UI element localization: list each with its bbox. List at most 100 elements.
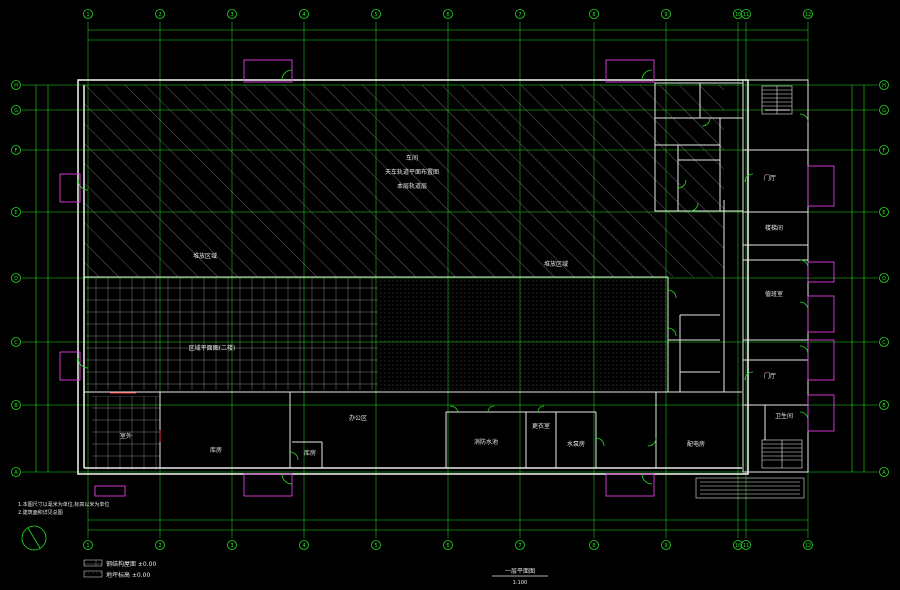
axis-bubble-row-F-right: F [879, 145, 889, 155]
svg-text:1: 1 [86, 12, 89, 18]
axis-bubble-row-H-right: H [879, 80, 889, 90]
legend: 钢结构屋面 ±0.00 地坪标高 ±0.00 [83, 559, 156, 579]
svg-text:7: 7 [518, 543, 521, 549]
room-label-area-right: 堆放区域 [544, 260, 568, 268]
svg-text:5: 5 [374, 543, 377, 549]
room-label-side-2: 楼梯间 [765, 224, 783, 232]
axis-bubble-col-8-top: 8 [589, 9, 599, 19]
drawing-notes: 1.本图尺寸以毫米为单位,标高以米为单位 2.建筑面积详见总图 [18, 501, 109, 516]
axis-bubble-row-B-left: B [11, 400, 21, 410]
axis-bubble-col-4-bottom: 4 [299, 540, 309, 550]
svg-text:8: 8 [592, 543, 595, 549]
svg-text:H: H [882, 83, 886, 89]
note-1: 1.本图尺寸以毫米为单位,标高以米为单位 [18, 501, 109, 508]
svg-text:H: H [14, 83, 18, 89]
svg-text:12: 12 [805, 543, 811, 549]
svg-text:G: G [882, 108, 886, 114]
svg-text:6: 6 [446, 12, 449, 18]
svg-text:G: G [14, 108, 18, 114]
axis-bubble-col-5-bottom: 5 [371, 540, 381, 550]
room-label-room-6: 水泵房 [567, 440, 585, 448]
loading-bays [59, 59, 835, 497]
note-2: 2.建筑面积详见总图 [18, 509, 63, 516]
room-label-grid-zone: 区域平面图(二楼) [189, 344, 236, 352]
axis-bubble-col-2-bottom: 2 [155, 540, 165, 550]
svg-text:F: F [15, 148, 18, 154]
svg-text:3: 3 [230, 543, 233, 549]
svg-text:E: E [14, 210, 17, 216]
svg-text:D: D [882, 276, 886, 282]
room-label-small-b: 库房 [210, 446, 222, 454]
small-grid-room [92, 396, 160, 470]
axis-bubble-col-11-top: 11 [741, 9, 751, 19]
red-markers [110, 392, 161, 442]
axis-bubble-row-G-left: G [11, 105, 21, 115]
axis-bubble-col-10-bottom: 10 [733, 540, 743, 550]
svg-text:2: 2 [158, 543, 161, 549]
door-swings [77, 69, 809, 485]
axis-bubble-row-G-right: G [879, 105, 889, 115]
workshop-hatch-zone [84, 85, 724, 277]
north-arrow-icon [21, 525, 47, 551]
axis-bubble-row-D-left: D [11, 273, 21, 283]
axis-bubble-col-7-top: 7 [515, 9, 525, 19]
svg-text:3: 3 [230, 12, 233, 18]
axis-bubble-row-C-left: C [11, 337, 21, 347]
axis-bubble-col-11-bottom: 11 [741, 540, 751, 550]
svg-text:D: D [14, 276, 18, 282]
axis-bubble-col-12-bottom: 12 [803, 540, 813, 550]
svg-text:C: C [882, 340, 886, 346]
svg-text:B: B [882, 403, 886, 409]
axis-bubble-col-3-bottom: 3 [227, 540, 237, 550]
room-label-workshop-sub: 天车轨道平面布置图 [385, 168, 439, 176]
room-label-side-3: 值班室 [765, 290, 783, 298]
svg-text:6: 6 [446, 543, 449, 549]
svg-text:1: 1 [86, 543, 89, 549]
axis-bubble-row-A-left: A [11, 467, 21, 477]
legend-swatch-roof [83, 559, 103, 567]
axis-bubble-row-B-right: B [879, 400, 889, 410]
axis-bubble-col-7-bottom: 7 [515, 540, 525, 550]
axis-bubble-col-6-top: 6 [443, 9, 453, 19]
legend-swatch-floor [83, 570, 103, 578]
room-label-side-1: 门厅 [764, 174, 776, 182]
svg-text:7: 7 [518, 12, 521, 18]
room-label-room-5: 更衣室 [532, 422, 550, 430]
office-block [654, 82, 744, 212]
svg-text:11: 11 [743, 543, 749, 549]
svg-text:9: 9 [664, 543, 667, 549]
drawing-scale: 1:100 [513, 580, 527, 586]
axis-bubble-col-12-top: 12 [803, 9, 813, 19]
axis-bubble-row-D-right: D [879, 273, 889, 283]
svg-text:4: 4 [302, 12, 305, 18]
svg-text:11: 11 [743, 12, 749, 18]
axis-bubble-col-9-bottom: 9 [661, 540, 671, 550]
axis-bubble-row-H-left: H [11, 80, 21, 90]
room-label-small-a: 室外 [120, 432, 132, 440]
svg-text:E: E [882, 210, 885, 216]
interior-walls [84, 200, 742, 468]
axis-bubble-col-9-top: 9 [661, 9, 671, 19]
axis-bubble-col-8-bottom: 8 [589, 540, 599, 550]
svg-text:B: B [14, 403, 18, 409]
axis-bubble-row-A-right: A [879, 467, 889, 477]
dimension-lines [35, 29, 865, 531]
room-label-office: 办公区 [349, 414, 367, 422]
svg-text:2: 2 [158, 12, 161, 18]
title-block: 一层平面图 1:100 [492, 568, 548, 586]
drawing-title: 一层平面图 [505, 568, 535, 575]
svg-text:9: 9 [664, 12, 667, 18]
room-label-side-5: 卫生间 [775, 412, 793, 420]
room-label-side-4: 门厅 [764, 372, 776, 380]
axis-bubble-row-C-right: C [879, 337, 889, 347]
svg-text:A: A [882, 470, 886, 476]
svg-text:4: 4 [302, 543, 305, 549]
axis-bubble-col-5-top: 5 [371, 9, 381, 19]
room-label-store: 库房 [304, 449, 316, 457]
room-label-workshop-sub2: 本层轨道层 [397, 182, 427, 190]
axis-bubble-row-E-left: E [11, 207, 21, 217]
axis-bubble-row-F-left: F [11, 145, 21, 155]
axis-bubble-col-1-bottom: 1 [83, 540, 93, 550]
